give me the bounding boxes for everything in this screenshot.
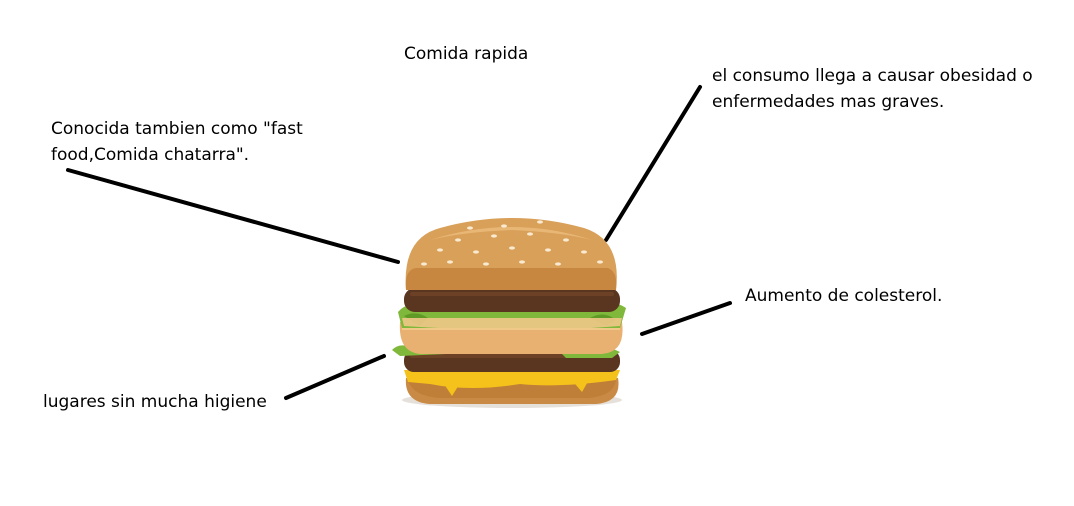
connector-right <box>640 301 732 336</box>
annotation-line: el consumo llega a causar obesidad o <box>712 66 1033 86</box>
connector-top-right <box>604 85 702 242</box>
annotation-line: food,Comida chatarra". <box>51 145 250 165</box>
annotation-fast-food-definition: Conocida tambien como "fast food,Comida … <box>51 116 303 168</box>
connector-lines <box>66 85 732 400</box>
hamburger-icon <box>392 218 626 408</box>
annotation-line: enfermedades mas graves. <box>712 92 945 112</box>
connector-bottom-left <box>284 354 386 400</box>
annotation-health-risk: el consumo llega a causar obesidad o enf… <box>712 63 1033 115</box>
annotation-line: Conocida tambien como "fast <box>51 119 303 139</box>
annotation-cholesterol: Aumento de colesterol. <box>745 286 943 306</box>
annotation-hygiene: lugares sin mucha higiene <box>43 392 267 412</box>
diagram-title: Comida rapida <box>404 44 529 64</box>
connector-top-left <box>66 168 400 264</box>
